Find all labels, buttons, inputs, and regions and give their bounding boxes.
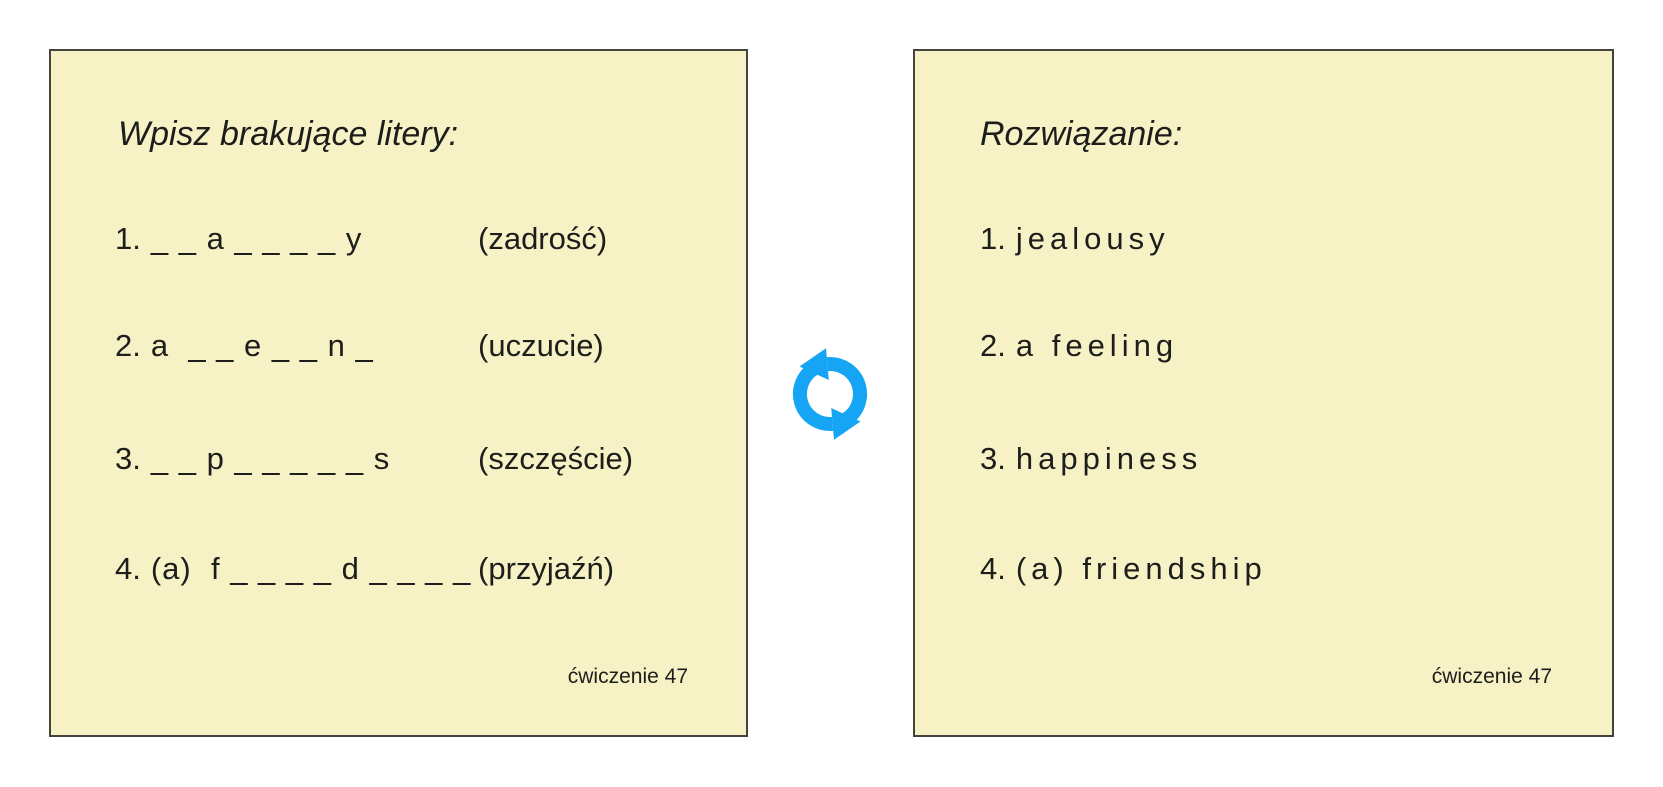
item-number: 3.	[980, 441, 1006, 476]
item-answer: jealousy	[1015, 221, 1170, 256]
item-answer: a feeling	[1015, 328, 1179, 363]
exercise-card: Wpisz brakujące litery: 1. _ _ a _ _ _ _ …	[49, 49, 748, 737]
item-hint: (szczęście)	[478, 441, 634, 476]
item-question: 3. _ _ p _ _ _ _ _ s	[115, 443, 390, 474]
item-answer: happiness	[1015, 441, 1203, 476]
item-solution: 4. (a) friendship	[980, 553, 1267, 584]
item-solution: 1. jealousy	[980, 223, 1170, 254]
solution-card: Rozwiązanie: 1. jealousy 2. a feeling 3. ha…	[913, 49, 1614, 737]
item-puzzle: _ _ p _ _ _ _ _ s	[150, 441, 391, 476]
item-number: 2.	[115, 328, 141, 363]
item-hint: (zadrość)	[478, 221, 608, 256]
exercise-number-label: ćwiczenie 47	[567, 665, 688, 688]
item-answer: (a) friendship	[1015, 551, 1267, 586]
solution-title: Rozwiązanie:	[980, 115, 1183, 153]
item-solution: 2. a feeling	[980, 330, 1178, 361]
exercise-item: 3. _ _ p _ _ _ _ _ s (szczęście)	[51, 443, 746, 485]
item-number: 4.	[980, 551, 1006, 586]
solution-item: 2. a feeling	[915, 330, 1612, 372]
solution-item: 1. jealousy	[915, 223, 1612, 265]
item-number: 1.	[115, 221, 141, 256]
item-number: 1.	[980, 221, 1006, 256]
exercise-item: 4. (a) f _ _ _ _ d _ _ _ _ (przyjaźń)	[51, 553, 746, 595]
item-question: 2. a _ _ e _ _ n _	[115, 330, 374, 361]
item-solution: 3. happiness	[980, 443, 1202, 474]
item-puzzle: _ _ a _ _ _ _ y	[150, 221, 363, 256]
sync-arrows-glyph	[792, 348, 868, 440]
item-number: 2.	[980, 328, 1006, 363]
exercise-number-label: ćwiczenie 47	[1431, 665, 1552, 688]
item-hint: (przyjaźń)	[478, 551, 615, 586]
sync-arrows-icon[interactable]	[788, 338, 872, 450]
item-question: 1. _ _ a _ _ _ _ y	[115, 223, 362, 254]
item-hint: (uczucie)	[478, 328, 604, 363]
solution-item: 3. happiness	[915, 443, 1612, 485]
solution-item: 4. (a) friendship	[915, 553, 1612, 595]
exercise-item: 2. a _ _ e _ _ n _ (uczucie)	[51, 330, 746, 372]
item-puzzle: (a) f _ _ _ _ d _ _ _ _	[150, 551, 472, 586]
item-puzzle: a _ _ e _ _ n _	[150, 328, 374, 363]
item-question: 4. (a) f _ _ _ _ d _ _ _ _	[115, 553, 471, 584]
exercise-item: 1. _ _ a _ _ _ _ y (zadrość)	[51, 223, 746, 265]
item-number: 3.	[115, 441, 141, 476]
exercise-title: Wpisz brakujące litery:	[118, 115, 459, 153]
item-number: 4.	[115, 551, 141, 586]
